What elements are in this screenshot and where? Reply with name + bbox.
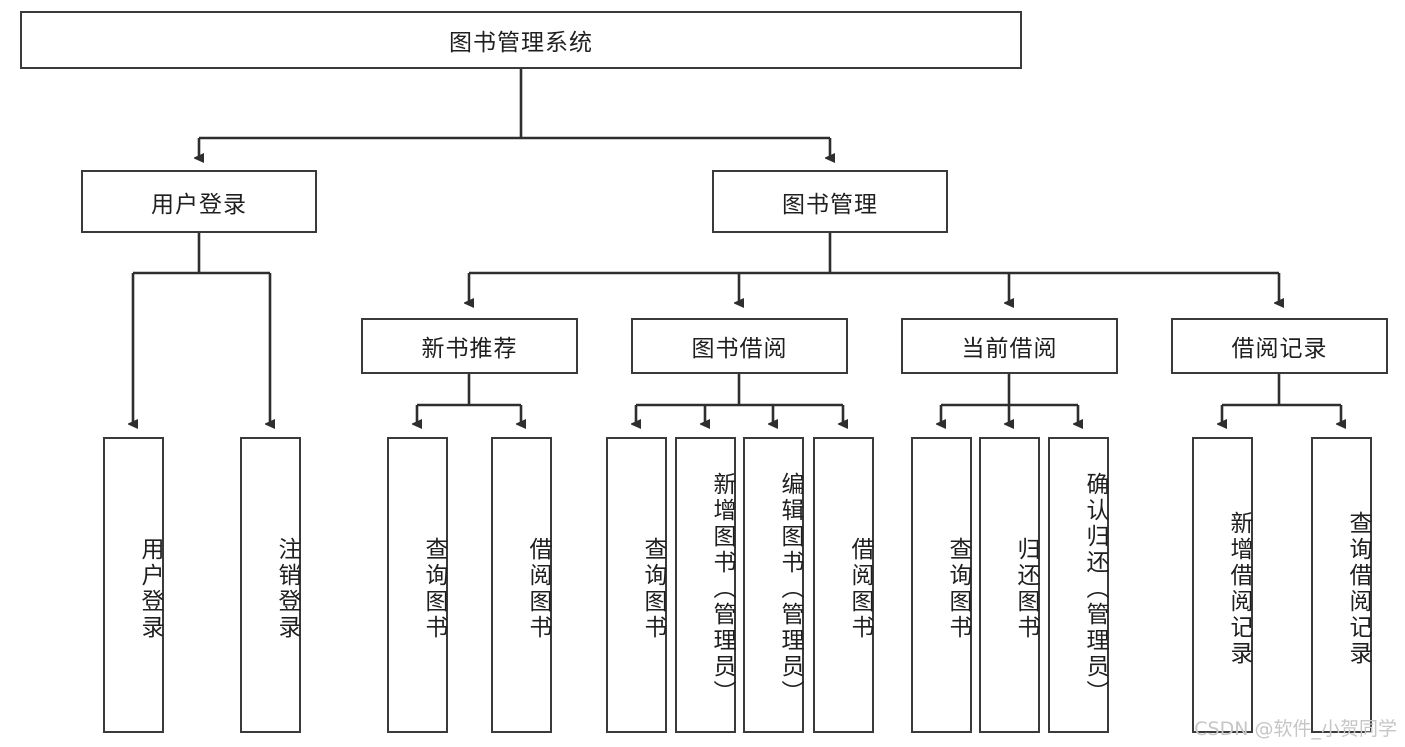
node-label: 新书推荐 [421,336,518,362]
watermark-text: CSDN @软件_小贺同学 [1194,718,1397,740]
node-label: 借阅图书 [525,537,551,641]
leaf-borrow-record-query[interactable]: 查询借阅记录 [1311,437,1372,733]
node-label: 新增借阅记录 [1226,511,1252,667]
node-label: 图书借阅 [691,336,788,362]
node-label: 注销登录 [274,537,300,641]
node-current-borrow[interactable]: 当前借阅 [901,318,1118,374]
edge-group-root [199,69,830,158]
node-borrow-record[interactable]: 借阅记录 [1171,318,1388,374]
node-label: 查询图书 [945,537,971,641]
node-label: 新增图书（管理员） [709,472,735,706]
node-label: 编辑图书（管理员） [777,472,803,706]
node-label: 查询图书 [640,537,666,641]
edge-group-user-login [133,233,270,424]
leaf-current-borrow-query[interactable]: 查询图书 [911,437,972,733]
leaf-user-login-signin[interactable]: 用户登录 [103,437,164,733]
node-label: 查询图书 [421,537,447,641]
node-label: 归还图书 [1013,537,1039,641]
leaf-book-borrow-query[interactable]: 查询图书 [606,437,667,733]
leaf-current-borrow-return[interactable]: 归还图书 [979,437,1040,733]
node-label: 图书管理 [782,191,878,218]
node-label: 查询借阅记录 [1345,511,1371,667]
node-label: 用户登录 [137,537,163,641]
edge-group-current-borrow [941,374,1078,424]
node-label: 图书管理系统 [449,30,593,56]
node-root-system[interactable]: 图书管理系统 [20,11,1022,69]
edge-group-borrow-record [1222,374,1341,424]
leaf-user-login-signout[interactable]: 注销登录 [240,437,301,733]
node-label: 用户登录 [151,191,247,218]
leaf-book-borrow-edit[interactable]: 编辑图书（管理员） [743,437,804,733]
leaf-book-borrow-lend[interactable]: 借阅图书 [813,437,874,733]
leaf-new-book-query[interactable]: 查询图书 [387,437,448,733]
node-label: 确认归还（管理员） [1082,472,1108,706]
leaf-new-book-borrow[interactable]: 借阅图书 [491,437,552,733]
node-book-borrow[interactable]: 图书借阅 [631,318,848,374]
leaf-current-borrow-confirm[interactable]: 确认归还（管理员） [1048,437,1109,733]
node-new-book-recommend[interactable]: 新书推荐 [361,318,578,374]
node-label: 借阅记录 [1231,336,1328,362]
leaf-borrow-record-add[interactable]: 新增借阅记录 [1192,437,1253,733]
node-book-management[interactable]: 图书管理 [712,170,948,233]
node-label: 当前借阅 [961,336,1058,362]
edge-group-book-manage [469,233,1279,303]
edge-group-book-borrow [636,374,843,424]
leaf-book-borrow-add[interactable]: 新增图书（管理员） [675,437,736,733]
node-label: 借阅图书 [847,537,873,641]
node-user-login[interactable]: 用户登录 [81,170,317,233]
edge-group-new-book [417,374,521,424]
